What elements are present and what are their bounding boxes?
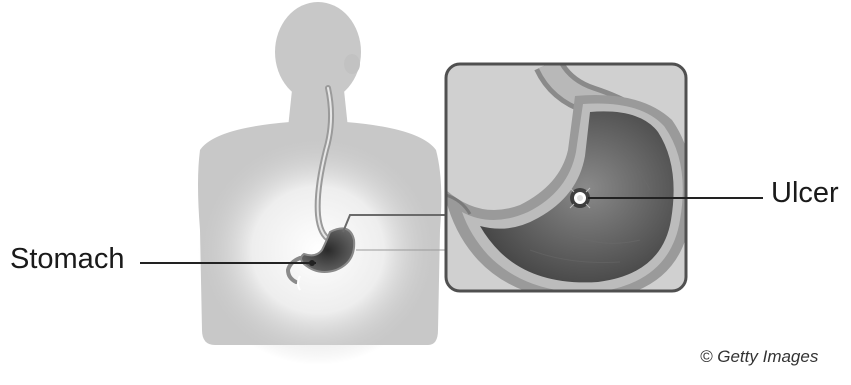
ulcer-mark <box>570 188 590 208</box>
stomach-leader-dot <box>309 260 315 266</box>
stomach-inset <box>446 64 693 301</box>
image-credit: © Getty Images <box>700 347 818 367</box>
stomach-label: Stomach <box>10 243 124 276</box>
ulcer-label: Ulcer <box>771 177 839 210</box>
